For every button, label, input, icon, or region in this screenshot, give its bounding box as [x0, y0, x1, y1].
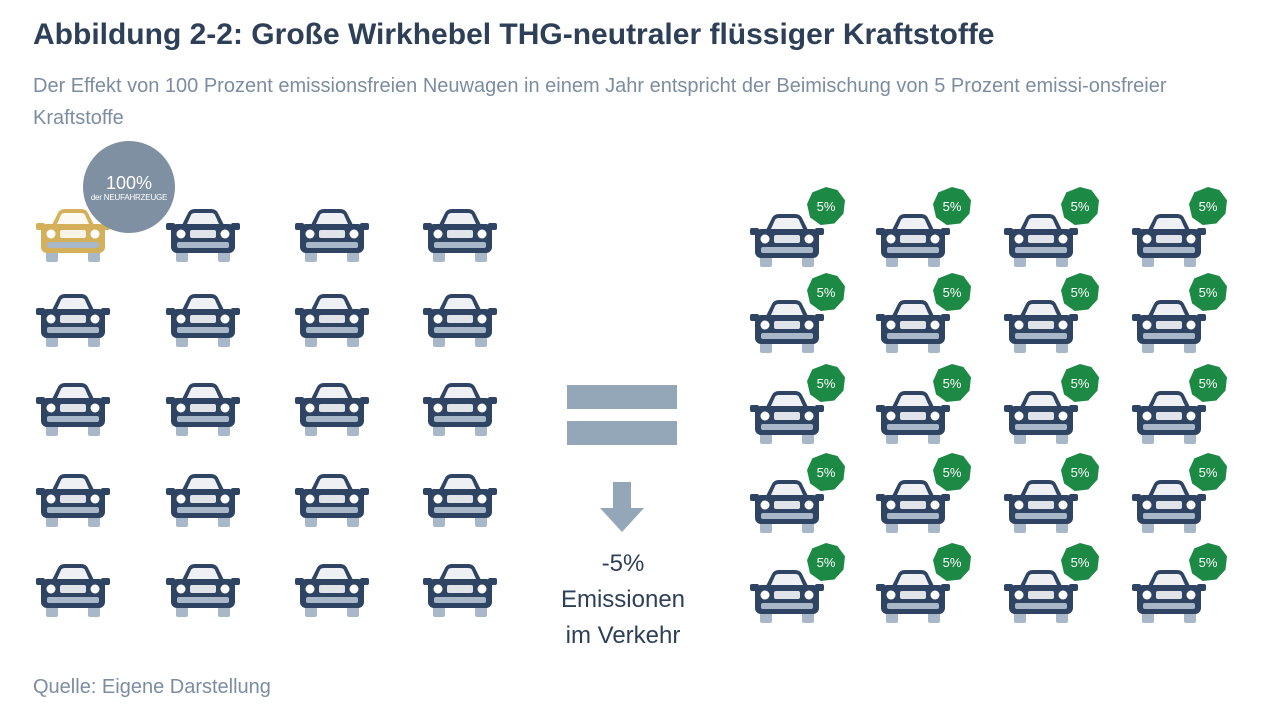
- car-icon: [423, 209, 497, 262]
- car-icon: [750, 214, 824, 267]
- source-note: Quelle: Eigene Darstellung: [33, 676, 271, 698]
- car-icon: [295, 294, 369, 347]
- car-icon-gold: [36, 209, 110, 262]
- heptagon-badge-icon: 5%: [933, 273, 971, 311]
- heptagon-badge-icon: 5%: [1189, 273, 1227, 311]
- heptagon-badge-icon: 5%: [933, 453, 971, 491]
- car-icon: [295, 564, 369, 617]
- car-icon: [1004, 214, 1078, 267]
- heptagon-badge-icon: 5%: [1189, 187, 1227, 225]
- car-icon: [1132, 570, 1206, 623]
- heptagon-badge-icon: 5%: [1189, 543, 1227, 581]
- car-icon: [876, 570, 950, 623]
- car-icon: [1004, 570, 1078, 623]
- heptagon-badge-icon: 5%: [933, 543, 971, 581]
- car-icon: [36, 383, 110, 436]
- car-icon: [166, 474, 240, 527]
- heptagon-badge-icon: 5%: [933, 364, 971, 402]
- heptagon-badge-icon: 5%: [807, 364, 845, 402]
- effect-line-percent: -5%: [601, 550, 645, 577]
- heptagon-badge-icon: 5%: [1189, 364, 1227, 402]
- heptagon-badge-icon: 5%: [1061, 273, 1099, 311]
- effect-line-traffic: im Verkehr: [565, 622, 681, 649]
- heptagon-badge-icon: 5%: [1061, 453, 1099, 491]
- heptagon-badge-icon: 5%: [807, 273, 845, 311]
- circle-percent: 100%: [105, 173, 153, 193]
- car-icon: [423, 474, 497, 527]
- emission-effect-text: -5% Emissionen im Verkehr: [540, 546, 706, 654]
- circle-caption: der NEUFAHRZEUGE: [90, 193, 168, 202]
- car-icon: [36, 294, 110, 347]
- car-icon: [423, 564, 497, 617]
- heptagon-badge-icon: 5%: [1061, 543, 1099, 581]
- car-icon: [876, 480, 950, 533]
- car-icon: [423, 294, 497, 347]
- car-icon: [1004, 480, 1078, 533]
- car-icon: [1132, 300, 1206, 353]
- car-icon: [750, 300, 824, 353]
- car-icon: [295, 383, 369, 436]
- figure-title: Abbildung 2-2: Große Wirkhebel THG-neutr…: [33, 18, 995, 51]
- car-icon: [876, 391, 950, 444]
- heptagon-badge-icon: 5%: [1061, 187, 1099, 225]
- car-icon: [166, 383, 240, 436]
- car-icon: [423, 383, 497, 436]
- equals-sign-icon-top-bar: [567, 385, 677, 409]
- effect-line-emissions: Emissionen: [560, 586, 686, 613]
- car-icon: [36, 474, 110, 527]
- heptagon-badge-icon: 5%: [1061, 364, 1099, 402]
- car-icon: [1132, 214, 1206, 267]
- heptagon-badge-icon: 5%: [1189, 453, 1227, 491]
- car-icon: [295, 209, 369, 262]
- car-icon: [1004, 300, 1078, 353]
- car-icon: [750, 391, 824, 444]
- car-icon: [1132, 480, 1206, 533]
- car-icon: [1004, 391, 1078, 444]
- heptagon-badge-icon: 5%: [807, 187, 845, 225]
- car-icon: [750, 480, 824, 533]
- figure-subtitle: Der Effekt von 100 Prozent emissionsfrei…: [33, 75, 1167, 129]
- arrow-down-icon: [600, 482, 644, 532]
- car-icon: [36, 564, 110, 617]
- car-icon: [166, 209, 240, 262]
- heptagon-badge-icon: 5%: [807, 543, 845, 581]
- heptagon-badge-icon: 5%: [933, 187, 971, 225]
- car-icon: [166, 294, 240, 347]
- heptagon-badge-icon: 5%: [807, 453, 845, 491]
- car-icon: [295, 474, 369, 527]
- new-vehicles-circle: 100% der NEUFAHRZEUGE: [83, 141, 175, 233]
- equals-sign-icon-bottom-bar: [567, 421, 677, 445]
- car-icon: [876, 214, 950, 267]
- car-icon: [876, 300, 950, 353]
- car-icon: [750, 570, 824, 623]
- car-icon: [1132, 391, 1206, 444]
- car-icon: [166, 564, 240, 617]
